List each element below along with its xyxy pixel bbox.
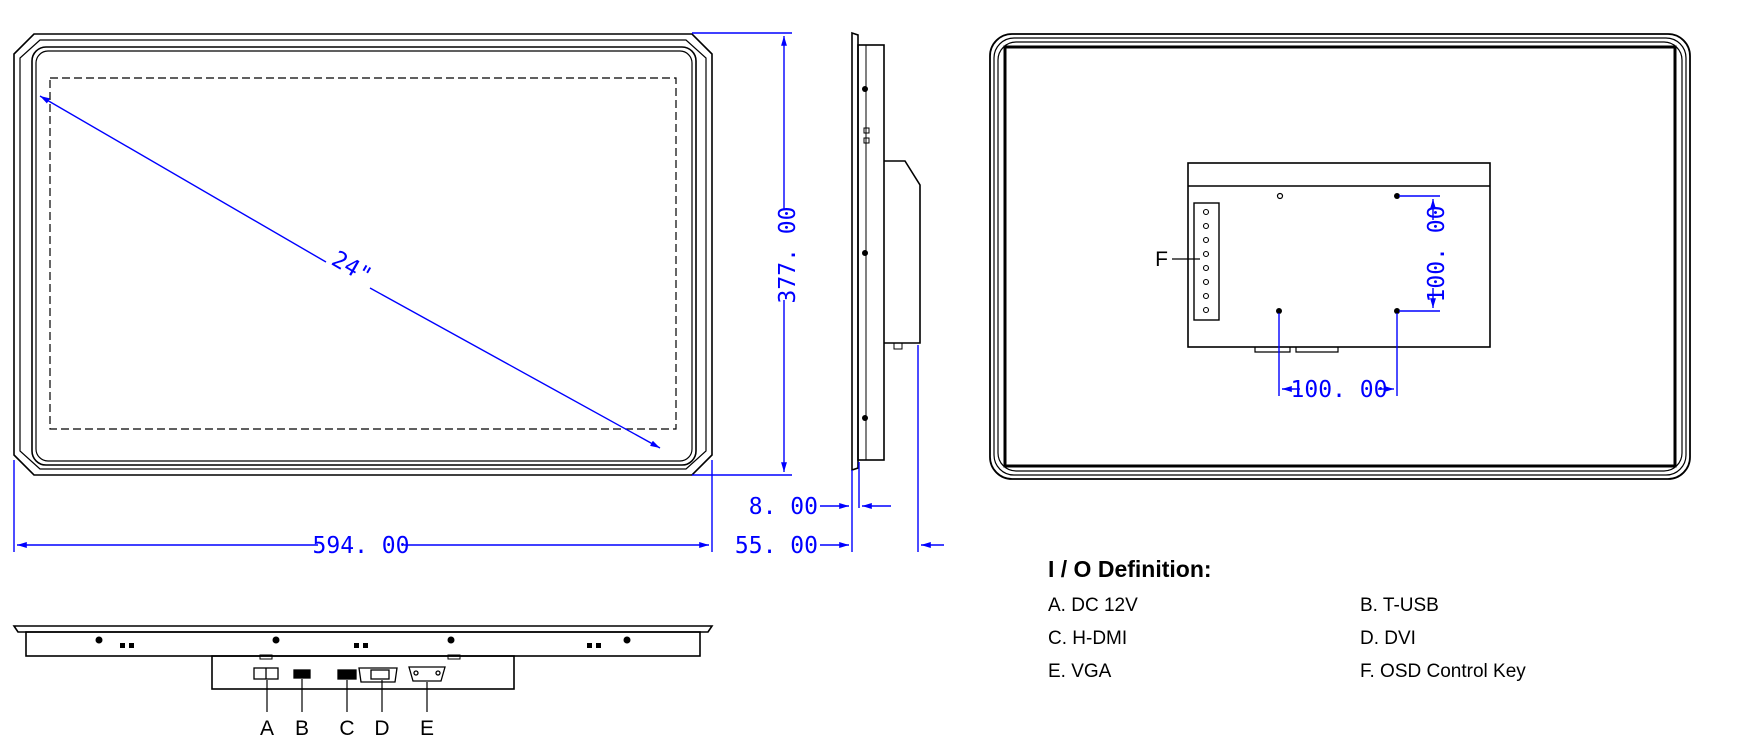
- vesa-dimensions: [1278, 195, 1440, 396]
- io-definition-panel: I / O Definition: A. DC 12V B. T-USB C. …: [1048, 556, 1728, 683]
- side-view-screws: [862, 86, 868, 421]
- io-item-osd-control-key: F. OSD Control Key: [1360, 661, 1526, 682]
- io-item-t-usb: B. T-USB: [1360, 595, 1439, 616]
- port-callout-b: B: [295, 717, 309, 740]
- width-dimension: [13, 460, 713, 552]
- io-item-h-dmi: C. H-DMI: [1048, 628, 1128, 649]
- bottom-view: [12, 625, 714, 690]
- osd-callout-f: F: [1155, 248, 1168, 271]
- bottom-view-details: [95, 636, 631, 648]
- io-definition-title: I / O Definition:: [1048, 556, 1212, 582]
- depth-dimensions: [820, 345, 944, 552]
- io-item-dvi: D. DVI: [1360, 628, 1416, 649]
- height-label: 377. 00: [775, 207, 801, 304]
- diagonal-label: 24": [327, 246, 376, 289]
- port-callout-e: E: [420, 717, 434, 740]
- bezel-depth-label: 8. 00: [749, 494, 818, 520]
- vesa-horizontal-label: 100. 00: [1291, 377, 1388, 403]
- io-item-vga: E. VGA: [1048, 661, 1112, 682]
- port-callout-a: A: [260, 717, 274, 740]
- io-item-dc-12v: A. DC 12V: [1048, 595, 1138, 616]
- side-view: [851, 31, 921, 472]
- height-dimension: [692, 32, 792, 476]
- port-leader-lines: [266, 679, 428, 712]
- port-callout-c: C: [339, 717, 354, 740]
- io-ports: [253, 666, 446, 683]
- rear-view: [989, 33, 1691, 480]
- vesa-vertical-label: 100. 00: [1424, 206, 1450, 303]
- diagonal-dimension: [39, 95, 661, 449]
- front-view: [13, 33, 713, 476]
- rear-view-details: [1276, 192, 1400, 314]
- osd-buttons: [1202, 208, 1210, 314]
- port-callout-d: D: [374, 717, 389, 740]
- total-depth-label: 55. 00: [735, 533, 818, 559]
- width-label: 594. 00: [313, 533, 410, 559]
- io-definition-list: A. DC 12V B. T-USB C. H-DMI D. DVI E. VG…: [1048, 595, 1728, 683]
